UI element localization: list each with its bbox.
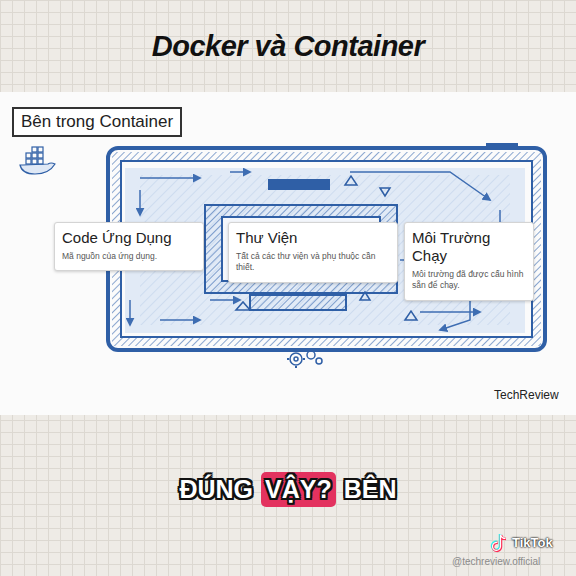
node-description: Tất cả các thư viện và phụ thuộc cần thi… [236, 251, 390, 274]
caption-word: ĐÚNG [177, 472, 255, 507]
sketch-arrow [129, 300, 131, 325]
sketch-arrow [230, 171, 250, 173]
sketch-arrow [210, 299, 240, 301]
sketch-arrow [440, 300, 470, 330]
node-description: Môi trường đã được cấu hình sẵn để chạy. [412, 269, 526, 292]
process-box: Code Ứng Dụng Mã nguồn của ứng dụng. [54, 222, 204, 271]
caption-word: VẬY? [261, 472, 336, 507]
node-title: Code Ứng Dụng [62, 229, 196, 247]
watermark: TikTok [512, 535, 553, 550]
node-description: Mã nguồn của ứng dụng. [62, 251, 196, 262]
sketch-arrow [140, 177, 200, 179]
node-title: Môi Trường Chạy [412, 229, 526, 265]
process-box: Môi Trường ChạyMôi trường đã được cấu hì… [404, 222, 534, 301]
node-title: Thư Viện [236, 229, 390, 247]
section-heading-box: Bên trong Container [12, 107, 182, 137]
caption-word: BÊN [342, 472, 399, 507]
node-title: Bên trong Container [21, 112, 173, 132]
sketch-arrow [350, 172, 490, 200]
page-title: Docker và Container [0, 30, 576, 63]
sketch-arrow [160, 319, 200, 321]
caption-line: ĐÚNGVẬY?BÊN [0, 472, 576, 507]
process-box: Thư ViệnTất cả các thư viện và phụ thuộc… [228, 222, 398, 283]
watermark: TechReview [494, 388, 559, 402]
watermark: @techreview.official [452, 556, 540, 567]
sketch-arrow [420, 311, 480, 313]
sketch-arrow [139, 190, 141, 215]
